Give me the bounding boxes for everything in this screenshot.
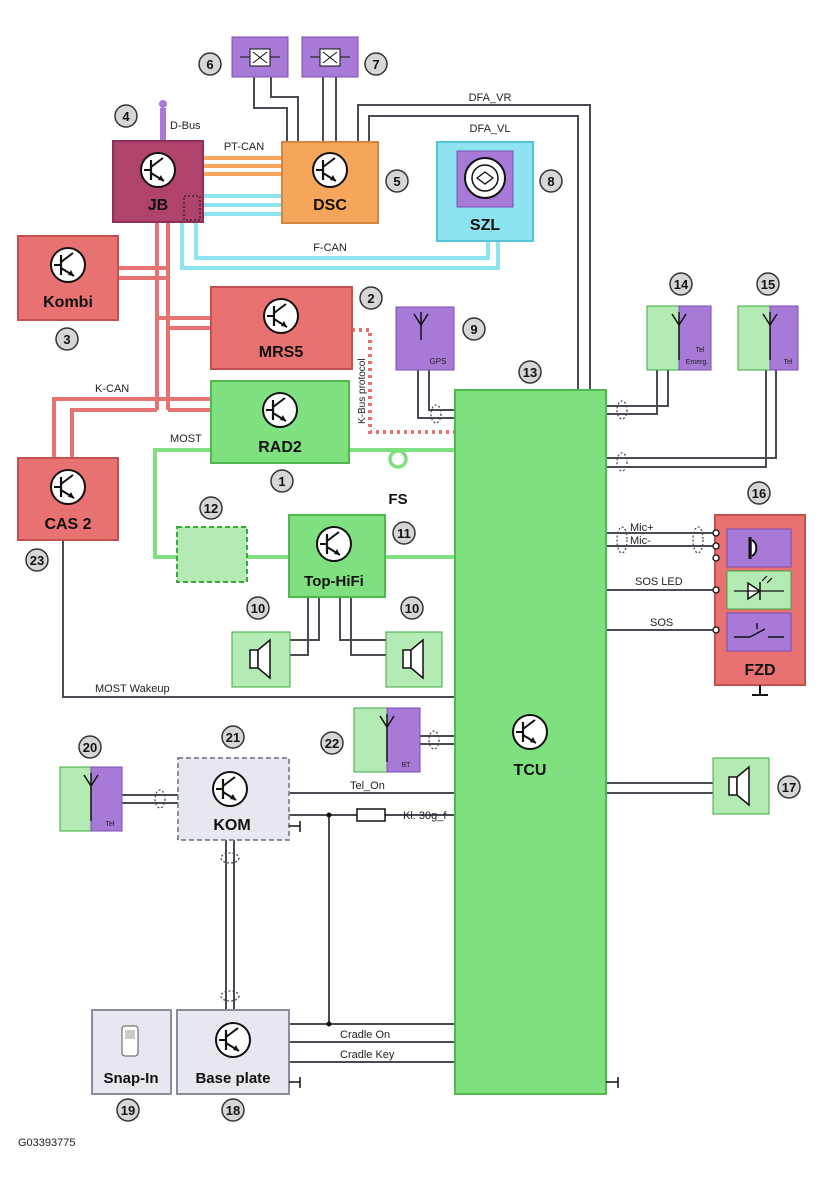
module-cas2	[17, 457, 119, 541]
callout-17: 17	[782, 780, 796, 795]
module-kom	[177, 757, 301, 841]
label-szl: SZL	[470, 217, 500, 234]
label-cradle-on: Cradle On	[340, 1029, 390, 1041]
callout-10-right: 10	[405, 601, 419, 616]
module-base-plate	[176, 1009, 301, 1095]
speaker-17	[712, 757, 770, 815]
callout-20: 20	[83, 740, 97, 755]
speaker-10-right	[385, 631, 443, 688]
label-most: MOST	[170, 433, 202, 445]
label-tel: Tel	[784, 359, 793, 366]
shield-markers	[154, 400, 704, 1002]
label-fzd: FZD	[744, 662, 775, 679]
label-sos: SOS	[650, 617, 673, 629]
label-sos-led: SOS LED	[635, 576, 683, 588]
label-d-bus: D-Bus	[170, 120, 201, 132]
callout-9: 9	[470, 322, 477, 337]
label-kom: KOM	[213, 817, 250, 834]
callout-2: 2	[367, 291, 374, 306]
wheel-speed-sensor-7	[301, 36, 359, 78]
d-bus-plug	[159, 100, 167, 108]
label-kl30: Kl. 30g_f	[403, 810, 447, 822]
fzd-pins	[712, 529, 720, 634]
label-gps: GPS	[430, 357, 447, 366]
tel-emergency-antenna	[646, 305, 712, 371]
callout-21: 21	[226, 730, 240, 745]
label-tel-emerg-1: Tel	[696, 347, 705, 354]
callout-7: 7	[372, 57, 379, 72]
label-tel-emerg-2: Emerg.	[686, 359, 709, 366]
kom-tel-antenna	[59, 766, 123, 832]
module-dsc	[281, 141, 379, 224]
bt-antenna	[353, 707, 421, 773]
label-tel-kom: Tel	[106, 821, 115, 828]
label-k-bus: K-Bus protocol	[357, 358, 368, 424]
label-dsc: DSC	[313, 197, 347, 214]
tel-antenna	[737, 305, 799, 371]
callout-19: 19	[121, 1103, 135, 1118]
module-snap-in	[91, 1009, 172, 1095]
fuse-icon	[356, 808, 386, 822]
module-fzd	[714, 514, 806, 696]
tcu-ground	[606, 1077, 619, 1088]
callout-13: 13	[523, 365, 537, 380]
callout-4: 4	[122, 109, 130, 124]
module-kombi	[17, 235, 119, 321]
label-cradle-key: Cradle Key	[340, 1049, 395, 1061]
wheel-speed-sensor-6	[231, 36, 289, 78]
callout-3: 3	[63, 332, 70, 347]
module-12-optional	[176, 526, 248, 583]
label-mic-minus: Mic-	[630, 535, 651, 547]
callout-6: 6	[206, 57, 213, 72]
module-top-hifi	[288, 514, 386, 598]
pt-can-bus	[203, 156, 282, 176]
label-base-plate: Base plate	[195, 1070, 270, 1087]
module-rad2	[210, 380, 350, 464]
module-tcu	[454, 389, 607, 1095]
module-jb	[112, 140, 204, 223]
callout-16: 16	[752, 486, 766, 501]
callout-11: 11	[397, 526, 411, 541]
number-callouts: 4 5 6 7 8 3 2 9 13 14 15 1 16 12 11 23 1…	[25, 52, 801, 1122]
label-bt: BT	[402, 762, 412, 769]
label-dfa-vr: DFA_VR	[469, 92, 512, 104]
label-rad2: RAD2	[258, 439, 302, 456]
k-bus-line	[352, 328, 455, 434]
module-szl	[436, 141, 534, 242]
label-kombi: Kombi	[43, 294, 93, 311]
label-cas2: CAS 2	[44, 516, 91, 533]
speaker-10-left	[231, 631, 291, 688]
callout-18: 18	[226, 1103, 240, 1118]
f-can-bus	[180, 194, 500, 270]
label-fs: FS	[388, 491, 407, 508]
callout-15: 15	[761, 277, 775, 292]
label-jb: JB	[148, 197, 168, 214]
label-tcu: TCU	[514, 762, 547, 779]
label-dfa-vl: DFA_VL	[470, 123, 511, 135]
label-f-can: F-CAN	[313, 242, 347, 254]
label-tel-on: Tel_On	[350, 780, 385, 792]
figure-id: G03393775	[18, 1137, 76, 1149]
label-mic-plus: Mic+	[630, 522, 654, 534]
label-snap-in: Snap-In	[104, 1070, 159, 1087]
callout-12: 12	[204, 501, 218, 516]
callout-14: 14	[674, 277, 689, 292]
module-mrs5	[210, 286, 353, 370]
callout-8: 8	[547, 174, 554, 189]
callout-5: 5	[393, 174, 400, 189]
label-top-hifi: Top-HiFi	[304, 573, 364, 590]
label-k-can: K-CAN	[95, 383, 129, 395]
k-can-bus	[52, 222, 211, 458]
label-pt-can: PT-CAN	[224, 141, 264, 153]
most-bus	[153, 448, 455, 559]
callout-23: 23	[30, 553, 44, 568]
callout-10-left: 10	[251, 601, 265, 616]
label-most-wakeup: MOST Wakeup	[95, 683, 170, 695]
gps-antenna	[395, 306, 455, 371]
callout-22: 22	[325, 736, 339, 751]
callout-1: 1	[278, 474, 285, 489]
label-mrs5: MRS5	[259, 344, 304, 361]
